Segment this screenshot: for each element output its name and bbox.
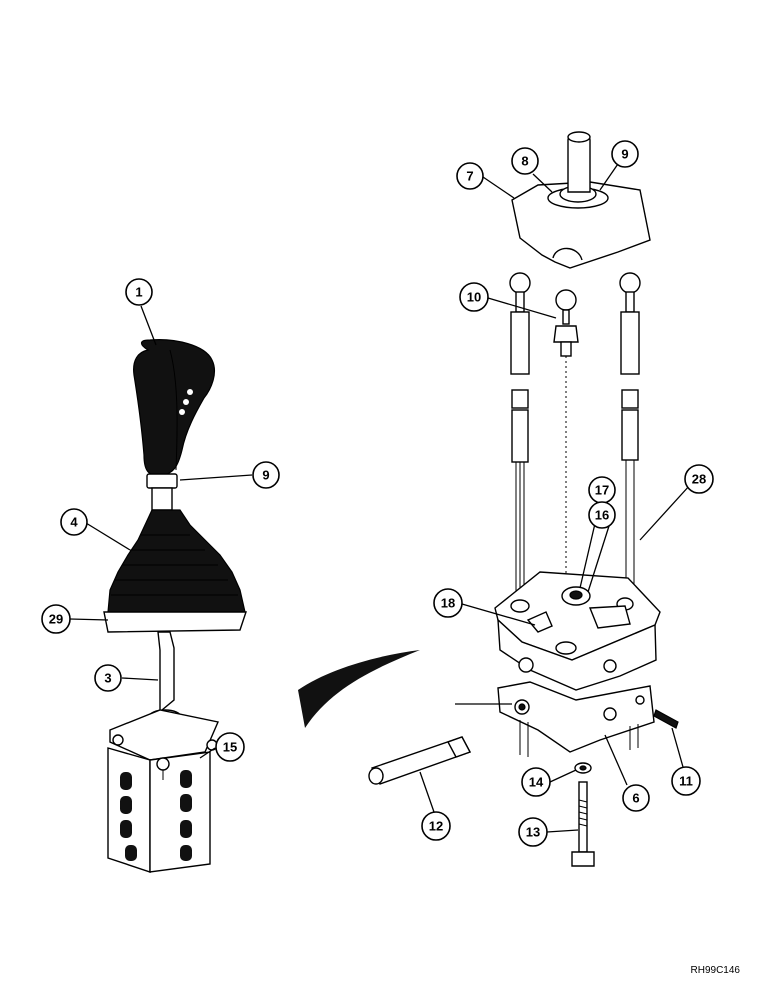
rubber-boot — [107, 509, 246, 613]
callout-14-label: 14 — [529, 775, 544, 790]
callout-16-label: 16 — [595, 508, 609, 523]
knob-nut — [146, 473, 178, 489]
callout-13-label: 13 — [526, 825, 540, 840]
callout-7: 7 — [456, 162, 484, 190]
valve-upper-body — [497, 618, 657, 691]
exploded-view-indicator — [298, 650, 420, 728]
callout-9-right: 9 — [611, 140, 639, 168]
callout-4-label: 4 — [70, 515, 78, 530]
callout-13: 13 — [518, 817, 548, 847]
callout-1: 1 — [125, 278, 153, 306]
boot-plate — [103, 611, 247, 633]
drawing-reference-code: RH99C146 — [690, 965, 740, 976]
callout-3: 3 — [94, 664, 122, 692]
callout-16: 16 — [588, 501, 616, 529]
set-screw — [653, 709, 679, 729]
control-knob — [133, 339, 216, 477]
callout-6: 6 — [622, 784, 650, 812]
joystick-assembly — [103, 339, 247, 873]
bolt — [571, 781, 595, 867]
callout-15-label: 15 — [223, 740, 237, 755]
callout-4: 4 — [60, 508, 88, 536]
callout-17-label: 17 — [595, 483, 609, 498]
pin — [368, 736, 471, 785]
valve-lower-body — [497, 681, 655, 753]
callout-1-label: 1 — [135, 285, 142, 300]
callout-6-label: 6 — [632, 791, 639, 806]
callout-9-left: 9 — [252, 461, 280, 489]
control-shaft — [157, 631, 175, 714]
callout-18-label: 18 — [441, 596, 455, 611]
callout-17: 17 — [588, 476, 616, 504]
callout-12-label: 12 — [429, 819, 443, 834]
callout-9-left-label: 9 — [262, 468, 269, 483]
callout-8-label: 8 — [521, 154, 528, 169]
callout-28: 28 — [684, 464, 714, 494]
callout-29-label: 29 — [49, 612, 63, 627]
ball-stud — [553, 289, 579, 590]
callout-14: 14 — [521, 767, 551, 797]
callout-28-label: 28 — [692, 472, 706, 487]
push-rod-left — [509, 272, 531, 600]
callout-11-label: 11 — [679, 774, 693, 789]
valve-assembly — [368, 131, 679, 867]
callout-11: 11 — [671, 766, 701, 796]
push-rod-right — [619, 272, 641, 598]
callout-10: 10 — [459, 282, 489, 312]
callout-10-label: 10 — [467, 290, 481, 305]
callout-3-label: 3 — [104, 671, 111, 686]
callout-15: 15 — [215, 732, 245, 762]
callout-7-label: 7 — [466, 169, 473, 184]
callout-9-right-label: 9 — [621, 147, 628, 162]
callout-12: 12 — [421, 811, 451, 841]
callout-29: 29 — [41, 604, 71, 634]
callout-18: 18 — [433, 588, 463, 618]
callout-8: 8 — [511, 147, 539, 175]
